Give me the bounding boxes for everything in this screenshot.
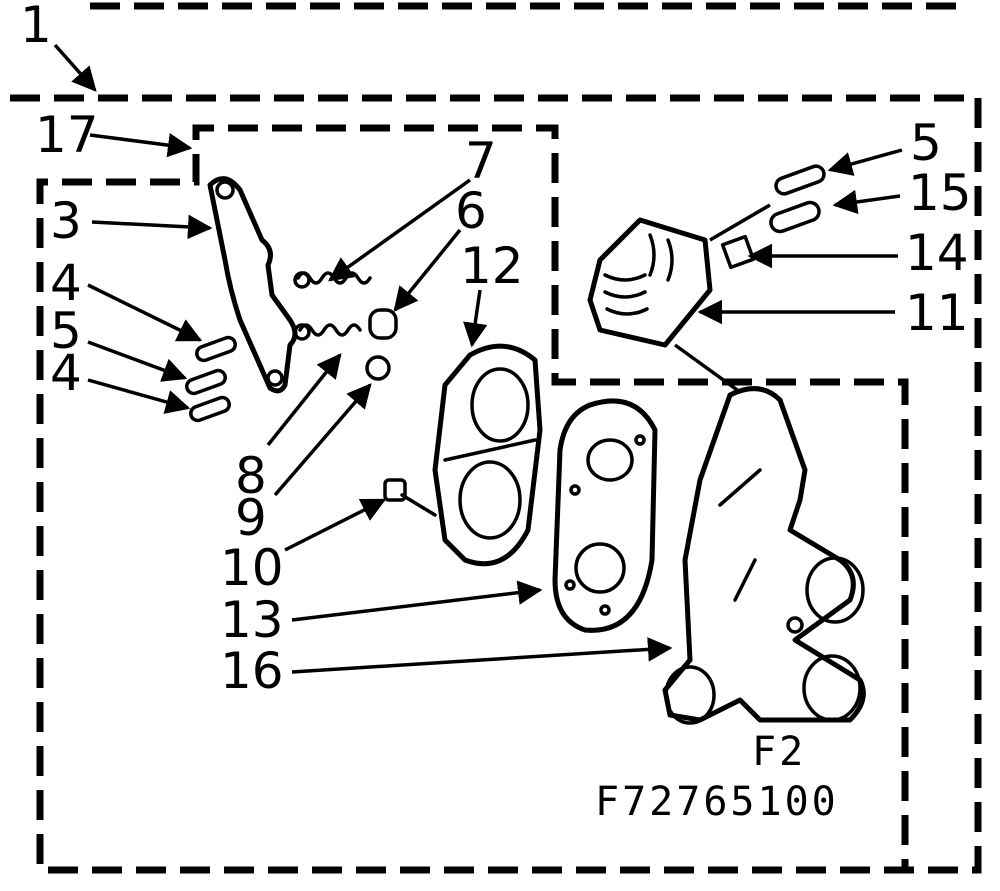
solenoid-coil xyxy=(587,164,826,348)
springs xyxy=(293,271,398,381)
callout-7: 7 xyxy=(465,132,497,190)
callout-5b: 5 xyxy=(910,114,942,172)
callout-11: 11 xyxy=(905,284,969,342)
screw xyxy=(383,478,437,517)
callout-13: 13 xyxy=(220,591,284,649)
callout-9: 9 xyxy=(235,489,267,547)
callout-10: 10 xyxy=(220,539,284,597)
valve-body xyxy=(662,386,866,725)
callout-8: 8 xyxy=(235,447,267,505)
assembly-outline xyxy=(10,94,982,874)
callout-5a: 5 xyxy=(50,302,82,360)
gasket xyxy=(432,343,543,567)
callout-4b: 4 xyxy=(50,344,82,402)
callout-15: 15 xyxy=(908,164,972,222)
callout-3: 3 xyxy=(50,192,82,250)
callout-12: 12 xyxy=(460,237,524,295)
callout-1: 1 xyxy=(20,0,52,54)
callout-16: 16 xyxy=(220,642,284,700)
plate xyxy=(552,398,658,633)
callout-17: 17 xyxy=(35,106,99,164)
callout-14: 14 xyxy=(905,224,969,282)
figure-label: F2 xyxy=(752,729,806,775)
link-arm xyxy=(207,176,298,394)
leader-arrows xyxy=(53,43,903,674)
callout-6: 6 xyxy=(455,182,487,240)
pins xyxy=(185,335,237,423)
part-number: F72765100 xyxy=(595,779,839,825)
callout-4a: 4 xyxy=(50,254,82,312)
